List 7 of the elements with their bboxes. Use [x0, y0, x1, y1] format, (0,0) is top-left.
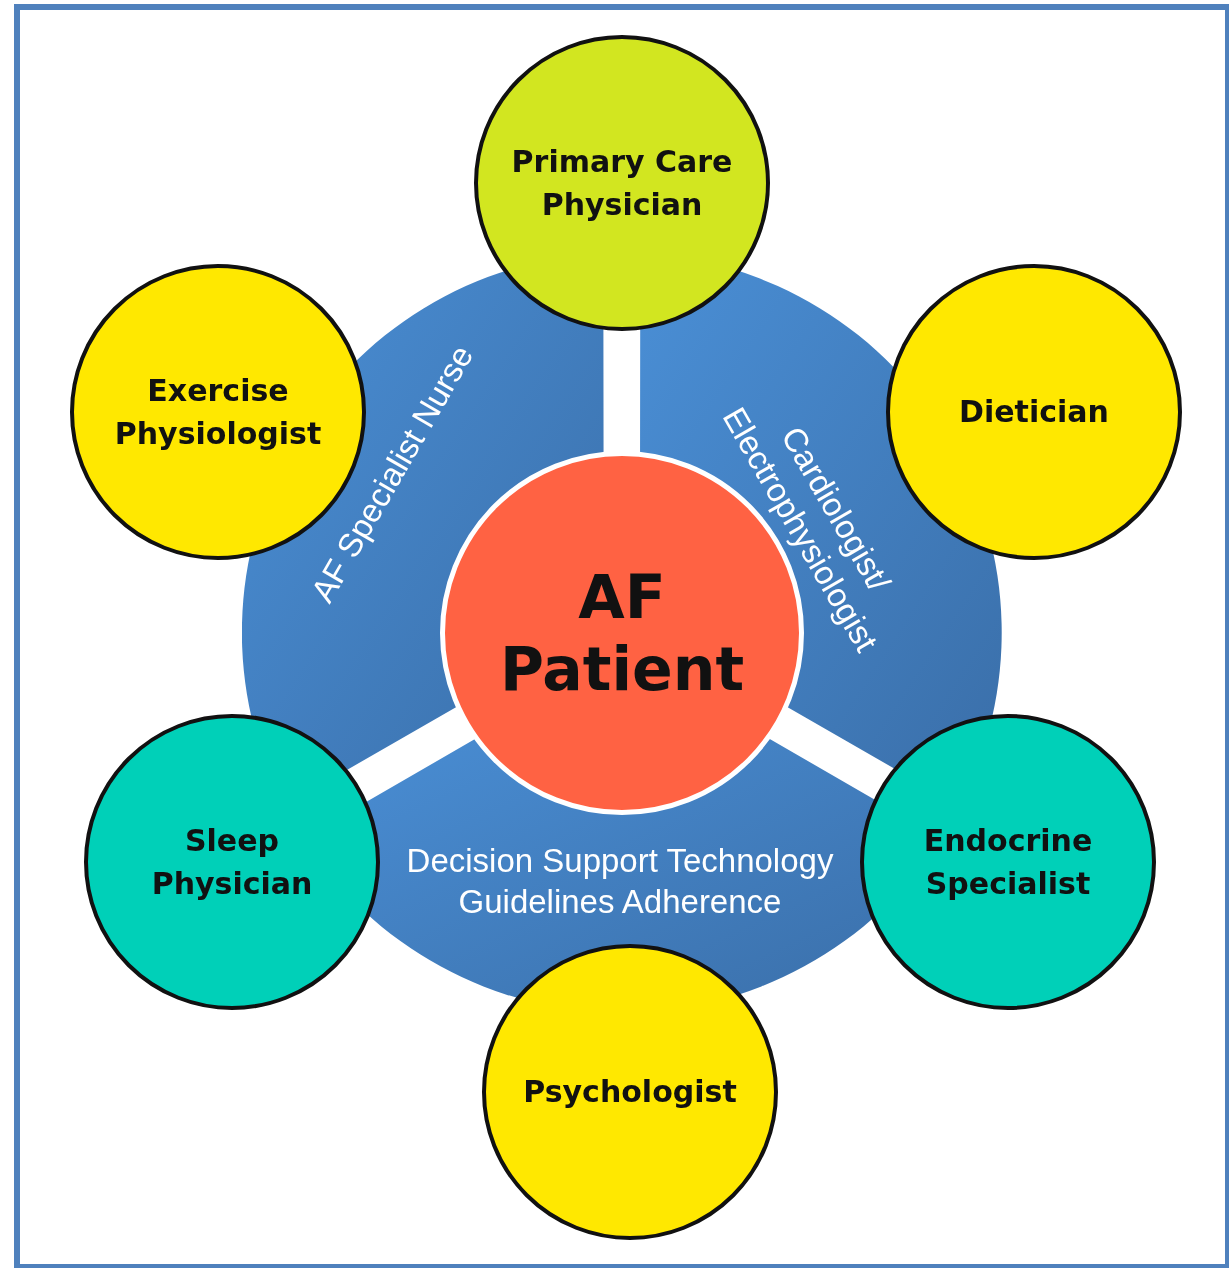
role-label: Primary Care Physician — [510, 142, 734, 224]
role-label: Sleep Physician — [150, 821, 314, 903]
role-label: Exercise Physiologist — [113, 371, 323, 453]
role-label: Dietician — [959, 393, 1109, 432]
role-label: Psychologist — [523, 1073, 737, 1112]
role-label: Endocrine Specialist — [922, 821, 1094, 903]
segment-label: Decision Support Technology Guidelines Adherence — [405, 841, 835, 923]
